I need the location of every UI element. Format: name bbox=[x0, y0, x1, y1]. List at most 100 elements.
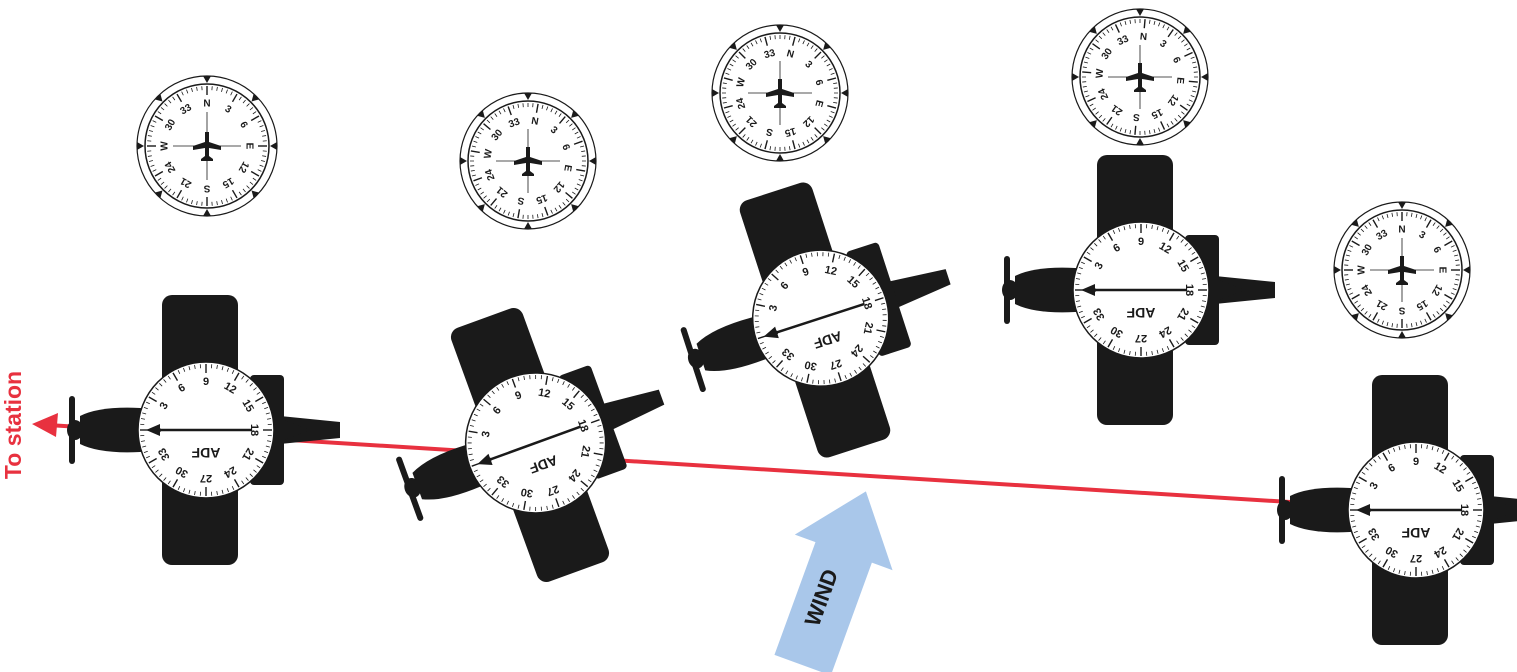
compass-card-label: 15 bbox=[1414, 297, 1430, 312]
compass-card-label: 24 bbox=[1096, 86, 1111, 101]
adf-card-label: 6 bbox=[1386, 462, 1397, 475]
compass-card-label: W bbox=[160, 141, 171, 151]
adf-card-label: 27 bbox=[545, 482, 561, 497]
adf-needle bbox=[1081, 284, 1187, 296]
compass-card-label: E bbox=[812, 99, 824, 109]
compass-card-label: 15 bbox=[534, 191, 549, 205]
compass-card-label: 21 bbox=[1374, 297, 1390, 312]
index-mark bbox=[477, 110, 485, 118]
adf-card-label: 3 bbox=[767, 304, 780, 312]
adf-card-label: 18 bbox=[248, 424, 260, 436]
adf-needle bbox=[1356, 504, 1462, 516]
adf-card-label: 21 bbox=[1174, 306, 1191, 323]
index-mark bbox=[1136, 9, 1144, 16]
index-mark bbox=[729, 136, 737, 144]
adf-card-label: 12 bbox=[1157, 240, 1174, 257]
compass-card-label: E bbox=[1174, 77, 1186, 85]
adf-card-label: 21 bbox=[861, 321, 875, 335]
compass-card-label: 3 bbox=[548, 124, 560, 136]
compass-card-label: S bbox=[203, 182, 210, 193]
adf-card-label: 33 bbox=[1366, 526, 1383, 543]
adf-indicator: 03691215182124273033ADF bbox=[464, 372, 607, 514]
index-mark bbox=[589, 157, 596, 165]
aircraft-position-5: 03691215182124273033ADF bbox=[1277, 375, 1517, 645]
adf-card-label: 15 bbox=[239, 398, 256, 415]
airplane-symbol-icon bbox=[766, 79, 794, 108]
compass-card-label: 21 bbox=[178, 174, 194, 189]
compass-card-label: 3 bbox=[1157, 38, 1168, 50]
airplane-symbol-icon bbox=[193, 132, 221, 161]
compass-card-label: W bbox=[1094, 68, 1106, 79]
adf-card-label: 15 bbox=[1449, 478, 1466, 495]
adf-card-label: 6 bbox=[176, 382, 187, 395]
index-mark bbox=[203, 76, 211, 83]
compass-card-label: 6 bbox=[1170, 55, 1183, 65]
compass-card-label: E bbox=[561, 164, 573, 173]
index-mark bbox=[1351, 219, 1359, 227]
compass-card-label: 33 bbox=[763, 48, 777, 62]
index-mark bbox=[270, 142, 277, 150]
adf-needle bbox=[477, 425, 582, 466]
index-mark bbox=[251, 190, 260, 199]
adf-card-label: 27 bbox=[200, 472, 212, 484]
adf-card-label: 21 bbox=[239, 446, 256, 463]
compass-card-label: 24 bbox=[1360, 282, 1375, 298]
adf-card-label: 9 bbox=[203, 376, 209, 388]
index-mark bbox=[1136, 138, 1144, 145]
index-mark bbox=[460, 157, 467, 165]
compass-card-label: 33 bbox=[1375, 228, 1391, 243]
compass-card-label: E bbox=[1436, 267, 1447, 274]
adf-center-label: ADF bbox=[1401, 525, 1430, 541]
compass-card-label: 33 bbox=[179, 102, 195, 117]
index-mark bbox=[841, 89, 848, 97]
compass-card-label: 6 bbox=[812, 79, 824, 88]
adf-card-label: 21 bbox=[578, 445, 592, 459]
compass-card-label: 12 bbox=[1429, 282, 1444, 298]
adf-card-label: 27 bbox=[1410, 552, 1422, 564]
index-mark bbox=[1463, 266, 1470, 274]
adf-card-label: 6 bbox=[1111, 242, 1122, 255]
adf-card-label: 30 bbox=[1109, 323, 1126, 340]
adf-card-label: 3 bbox=[480, 430, 493, 438]
adf-center-label: ADF bbox=[191, 445, 220, 461]
adf-card-label: 9 bbox=[514, 389, 524, 402]
index-mark bbox=[154, 93, 163, 102]
adf-card-label: 18 bbox=[1458, 504, 1470, 516]
index-mark bbox=[1183, 120, 1191, 128]
compass-card-label: N bbox=[785, 48, 795, 60]
to-station-label: To station bbox=[0, 371, 26, 479]
adf-needle bbox=[763, 302, 865, 339]
index-mark bbox=[1201, 73, 1208, 81]
compass-card-label: 15 bbox=[783, 125, 797, 139]
index-mark bbox=[1445, 219, 1453, 227]
adf-card-label: 18 bbox=[575, 418, 590, 434]
index-mark bbox=[154, 190, 163, 199]
airplane-symbol-icon bbox=[1388, 256, 1416, 285]
index-mark bbox=[823, 136, 831, 144]
airplane-symbol-icon bbox=[1126, 63, 1154, 92]
index-mark bbox=[524, 93, 532, 100]
aircraft-position-3: 03691215182124273033ADF bbox=[646, 148, 990, 490]
adf-card-label: 9 bbox=[801, 266, 811, 279]
wind-arrow: WIND bbox=[774, 491, 893, 672]
compass-card-label: S bbox=[1398, 304, 1405, 315]
compass-card-label: 15 bbox=[220, 175, 236, 190]
adf-card-label: 30 bbox=[174, 463, 191, 480]
compass-card-label: 15 bbox=[1149, 106, 1164, 121]
index-mark bbox=[823, 42, 831, 50]
index-mark bbox=[1334, 266, 1341, 274]
index-mark bbox=[776, 154, 784, 161]
index-mark bbox=[251, 93, 260, 102]
airplane-symbol-icon bbox=[514, 147, 542, 176]
adf-indicator: 03691215182124273033ADF bbox=[1072, 221, 1210, 359]
adf-card-label: 27 bbox=[1135, 332, 1147, 344]
index-mark bbox=[1072, 73, 1079, 81]
adf-card-label: 3 bbox=[1093, 260, 1106, 271]
aircraft-layer: 03691215182124273033ADF03691215182124273… bbox=[67, 148, 1517, 645]
compass-card-label: S bbox=[1132, 111, 1140, 123]
adf-indicator: 03691215182124273033ADF bbox=[137, 361, 275, 499]
adf-needle bbox=[146, 424, 252, 436]
